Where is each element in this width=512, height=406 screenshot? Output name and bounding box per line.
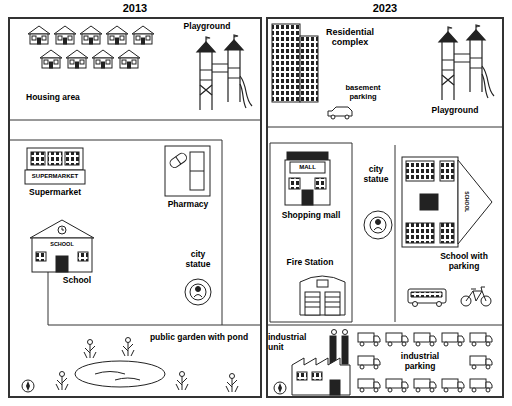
sign-text: SCHOOL bbox=[463, 186, 468, 218]
area-label: Fire Station bbox=[274, 258, 346, 268]
compass-icon bbox=[22, 380, 34, 392]
residential-building bbox=[272, 24, 318, 102]
area-label: industrial parking bbox=[390, 352, 450, 372]
area-label: city statue bbox=[359, 165, 393, 185]
area-label: Playground bbox=[176, 22, 238, 32]
area-label: city statue bbox=[180, 250, 216, 270]
bus-bicycle-icon bbox=[408, 287, 491, 307]
area-label: Playground bbox=[420, 106, 490, 116]
sign-text: MALL bbox=[290, 164, 325, 171]
pharmacy-icon bbox=[165, 146, 210, 196]
place-label: Housing area bbox=[26, 93, 106, 103]
block-outline bbox=[270, 143, 395, 322]
area-label: School with parking bbox=[430, 252, 498, 272]
place-label: city statue bbox=[359, 165, 393, 185]
housing-icons bbox=[28, 26, 154, 68]
place-label: Pharmacy bbox=[160, 200, 216, 210]
area-label: Housing area bbox=[26, 93, 106, 103]
place-label: industrial parking bbox=[390, 352, 450, 372]
place-label: Fire Station bbox=[274, 258, 346, 268]
sign-text: SUPERMARKET bbox=[25, 173, 85, 180]
place-label: industrial unit bbox=[268, 333, 316, 353]
area-label: basement parking bbox=[338, 84, 388, 101]
place-label: Supermarket bbox=[22, 188, 88, 198]
place-label: city statue bbox=[180, 250, 216, 270]
place-label: Playground bbox=[176, 22, 238, 32]
garden-pond bbox=[56, 338, 238, 393]
road-line bbox=[10, 140, 260, 325]
car-icon bbox=[328, 107, 352, 119]
school-building bbox=[402, 157, 492, 247]
supermarket-icon bbox=[25, 148, 85, 184]
area-label: Supermarket bbox=[22, 188, 88, 198]
place-label: basement parking bbox=[338, 84, 388, 101]
compass-icon bbox=[274, 382, 286, 394]
map-panel: 2013Housing areaPlaygroundSupermarketPha… bbox=[8, 17, 262, 398]
statue-icon bbox=[185, 279, 211, 305]
place-label: School bbox=[54, 276, 100, 286]
place-label: School with parking bbox=[430, 252, 498, 272]
divider-line bbox=[10, 120, 260, 121]
year-heading: 2013 bbox=[10, 2, 260, 15]
school-icon bbox=[30, 220, 94, 272]
place-label: Playground bbox=[420, 106, 490, 116]
place-label: Shopping mall bbox=[272, 211, 350, 221]
area-label: Residential complex bbox=[319, 27, 381, 48]
mall-icon bbox=[285, 152, 330, 205]
truck-icons bbox=[358, 333, 492, 392]
divider-line bbox=[268, 127, 502, 325]
area-label: Pharmacy bbox=[160, 200, 216, 210]
place-label: public garden with pond bbox=[148, 333, 250, 343]
playground-icon bbox=[197, 35, 252, 110]
statue-icon bbox=[364, 211, 392, 239]
area-label: School bbox=[54, 276, 100, 286]
area-label: Shopping mall bbox=[272, 211, 350, 221]
fire-station-icon bbox=[300, 276, 345, 315]
year-heading: 2023 bbox=[268, 2, 502, 15]
area-label: industrial unit bbox=[268, 333, 316, 353]
playground-icon bbox=[439, 25, 494, 100]
sign-text: SCHOOL bbox=[42, 241, 82, 247]
place-label: Residential complex bbox=[319, 27, 381, 48]
area-label: public garden with pond bbox=[148, 333, 250, 343]
